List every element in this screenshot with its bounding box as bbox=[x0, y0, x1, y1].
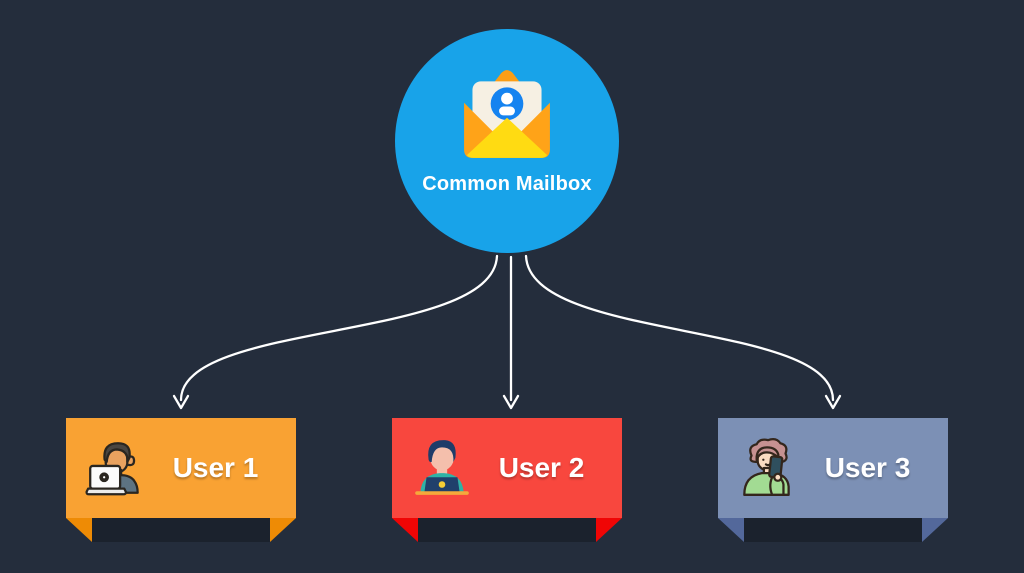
user-1-card: User 1 bbox=[66, 418, 296, 542]
arrowhead-user-1 bbox=[172, 394, 190, 410]
person-laptop-flat-icon bbox=[415, 440, 469, 495]
user-3-card-body: User 3 bbox=[718, 418, 948, 518]
user-2-ribbon-tail-right bbox=[596, 518, 622, 542]
user-2-ribbon-tail-left bbox=[392, 518, 418, 542]
user-1-card-body: User 1 bbox=[66, 418, 296, 518]
user-2-label: User 2 bbox=[498, 452, 585, 483]
user-3-ribbon-tail-left bbox=[718, 518, 744, 542]
user-3-label: User 3 bbox=[824, 452, 911, 483]
arrowhead-user-3 bbox=[824, 394, 842, 410]
user-3-card: User 3 bbox=[718, 418, 948, 542]
arrow-to-user-1 bbox=[179, 254, 499, 402]
arrowhead-user-2 bbox=[502, 394, 520, 410]
person-laptop-outline-icon bbox=[85, 442, 139, 496]
open-envelope-avatar-icon bbox=[464, 70, 550, 158]
user-1-ribbon-shadow bbox=[92, 518, 270, 542]
person-phone-outline-icon bbox=[743, 438, 790, 496]
user-2-card: User 2 bbox=[392, 418, 622, 542]
user-3-ribbon-tail-right bbox=[922, 518, 948, 542]
user-1-ribbon-tail-right bbox=[270, 518, 296, 542]
arrow-to-user-3 bbox=[524, 254, 835, 402]
user-2-card-body: User 2 bbox=[392, 418, 622, 518]
common-mailbox-node: Common Mailbox bbox=[395, 29, 619, 253]
common-mailbox-label: Common Mailbox bbox=[422, 173, 592, 195]
user-2-ribbon-shadow bbox=[418, 518, 596, 542]
user-1-label: User 1 bbox=[172, 452, 259, 483]
arrow-group bbox=[172, 254, 842, 410]
user-1-ribbon-tail-left bbox=[66, 518, 92, 542]
user-3-ribbon-shadow bbox=[744, 518, 922, 542]
